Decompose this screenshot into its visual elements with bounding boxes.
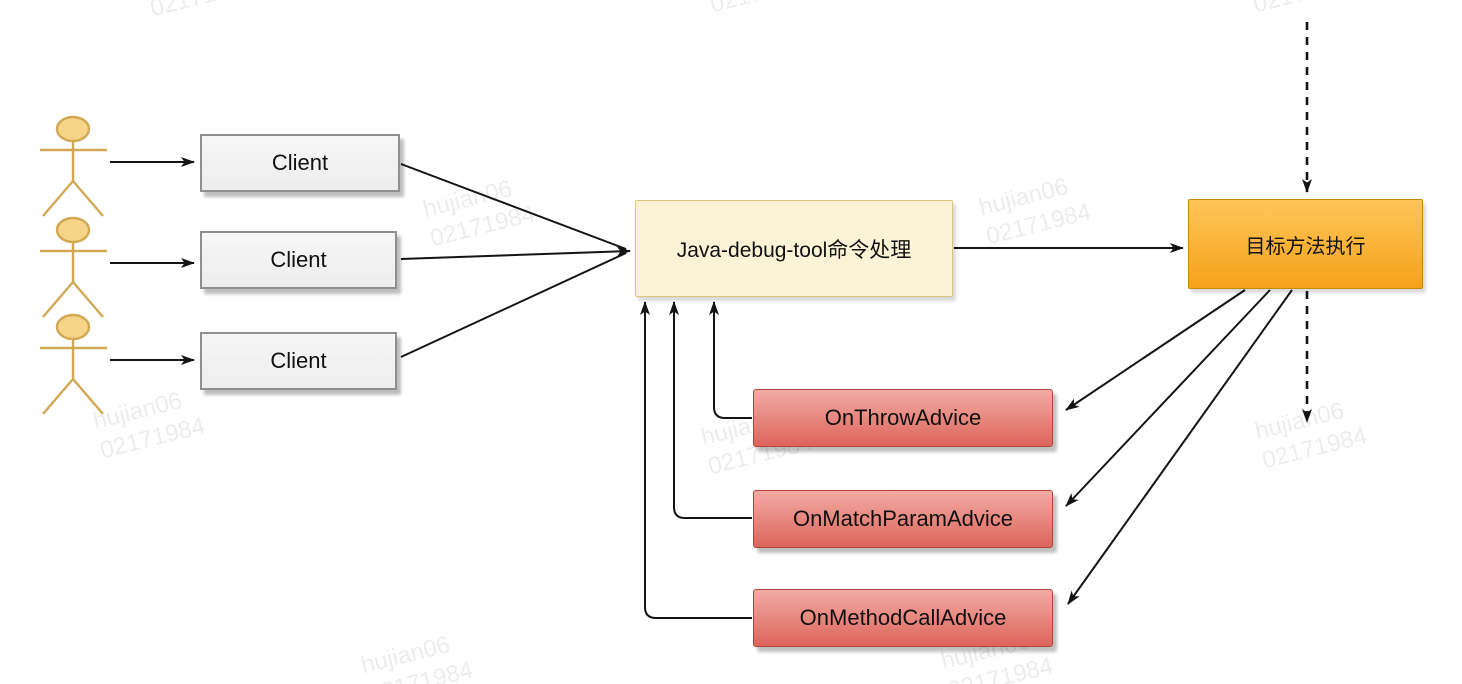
edge-client1-processor xyxy=(400,163,627,250)
node-client-2: Client xyxy=(200,231,397,289)
node-client-3: Client xyxy=(200,332,397,390)
edge-onthrow-processor xyxy=(709,301,752,419)
node-onmatchparam-advice: OnMatchParamAdvice xyxy=(753,490,1053,548)
edge-target-onthrow xyxy=(1065,289,1246,411)
edge-target-onmatchparam xyxy=(1065,289,1271,507)
actor-icon xyxy=(40,216,107,318)
node-client-1: Client xyxy=(200,134,400,192)
node-target-method: 目标方法执行 xyxy=(1188,199,1423,289)
edge-client3-processor xyxy=(400,252,627,358)
node-onmethodcall-advice: OnMethodCallAdvice xyxy=(753,589,1053,647)
edge-onmatchparam-processor xyxy=(669,301,752,519)
node-command-processor: Java-debug-tool命令处理 xyxy=(635,200,953,297)
actor-icon xyxy=(40,115,107,217)
edge-onmethodcall-processor xyxy=(640,301,752,619)
node-onthrow-advice: OnThrowAdvice xyxy=(753,389,1053,447)
edge-client2-processor xyxy=(400,246,631,260)
actor-icon xyxy=(40,313,107,415)
edge-target-onmethodcall xyxy=(1067,289,1293,605)
